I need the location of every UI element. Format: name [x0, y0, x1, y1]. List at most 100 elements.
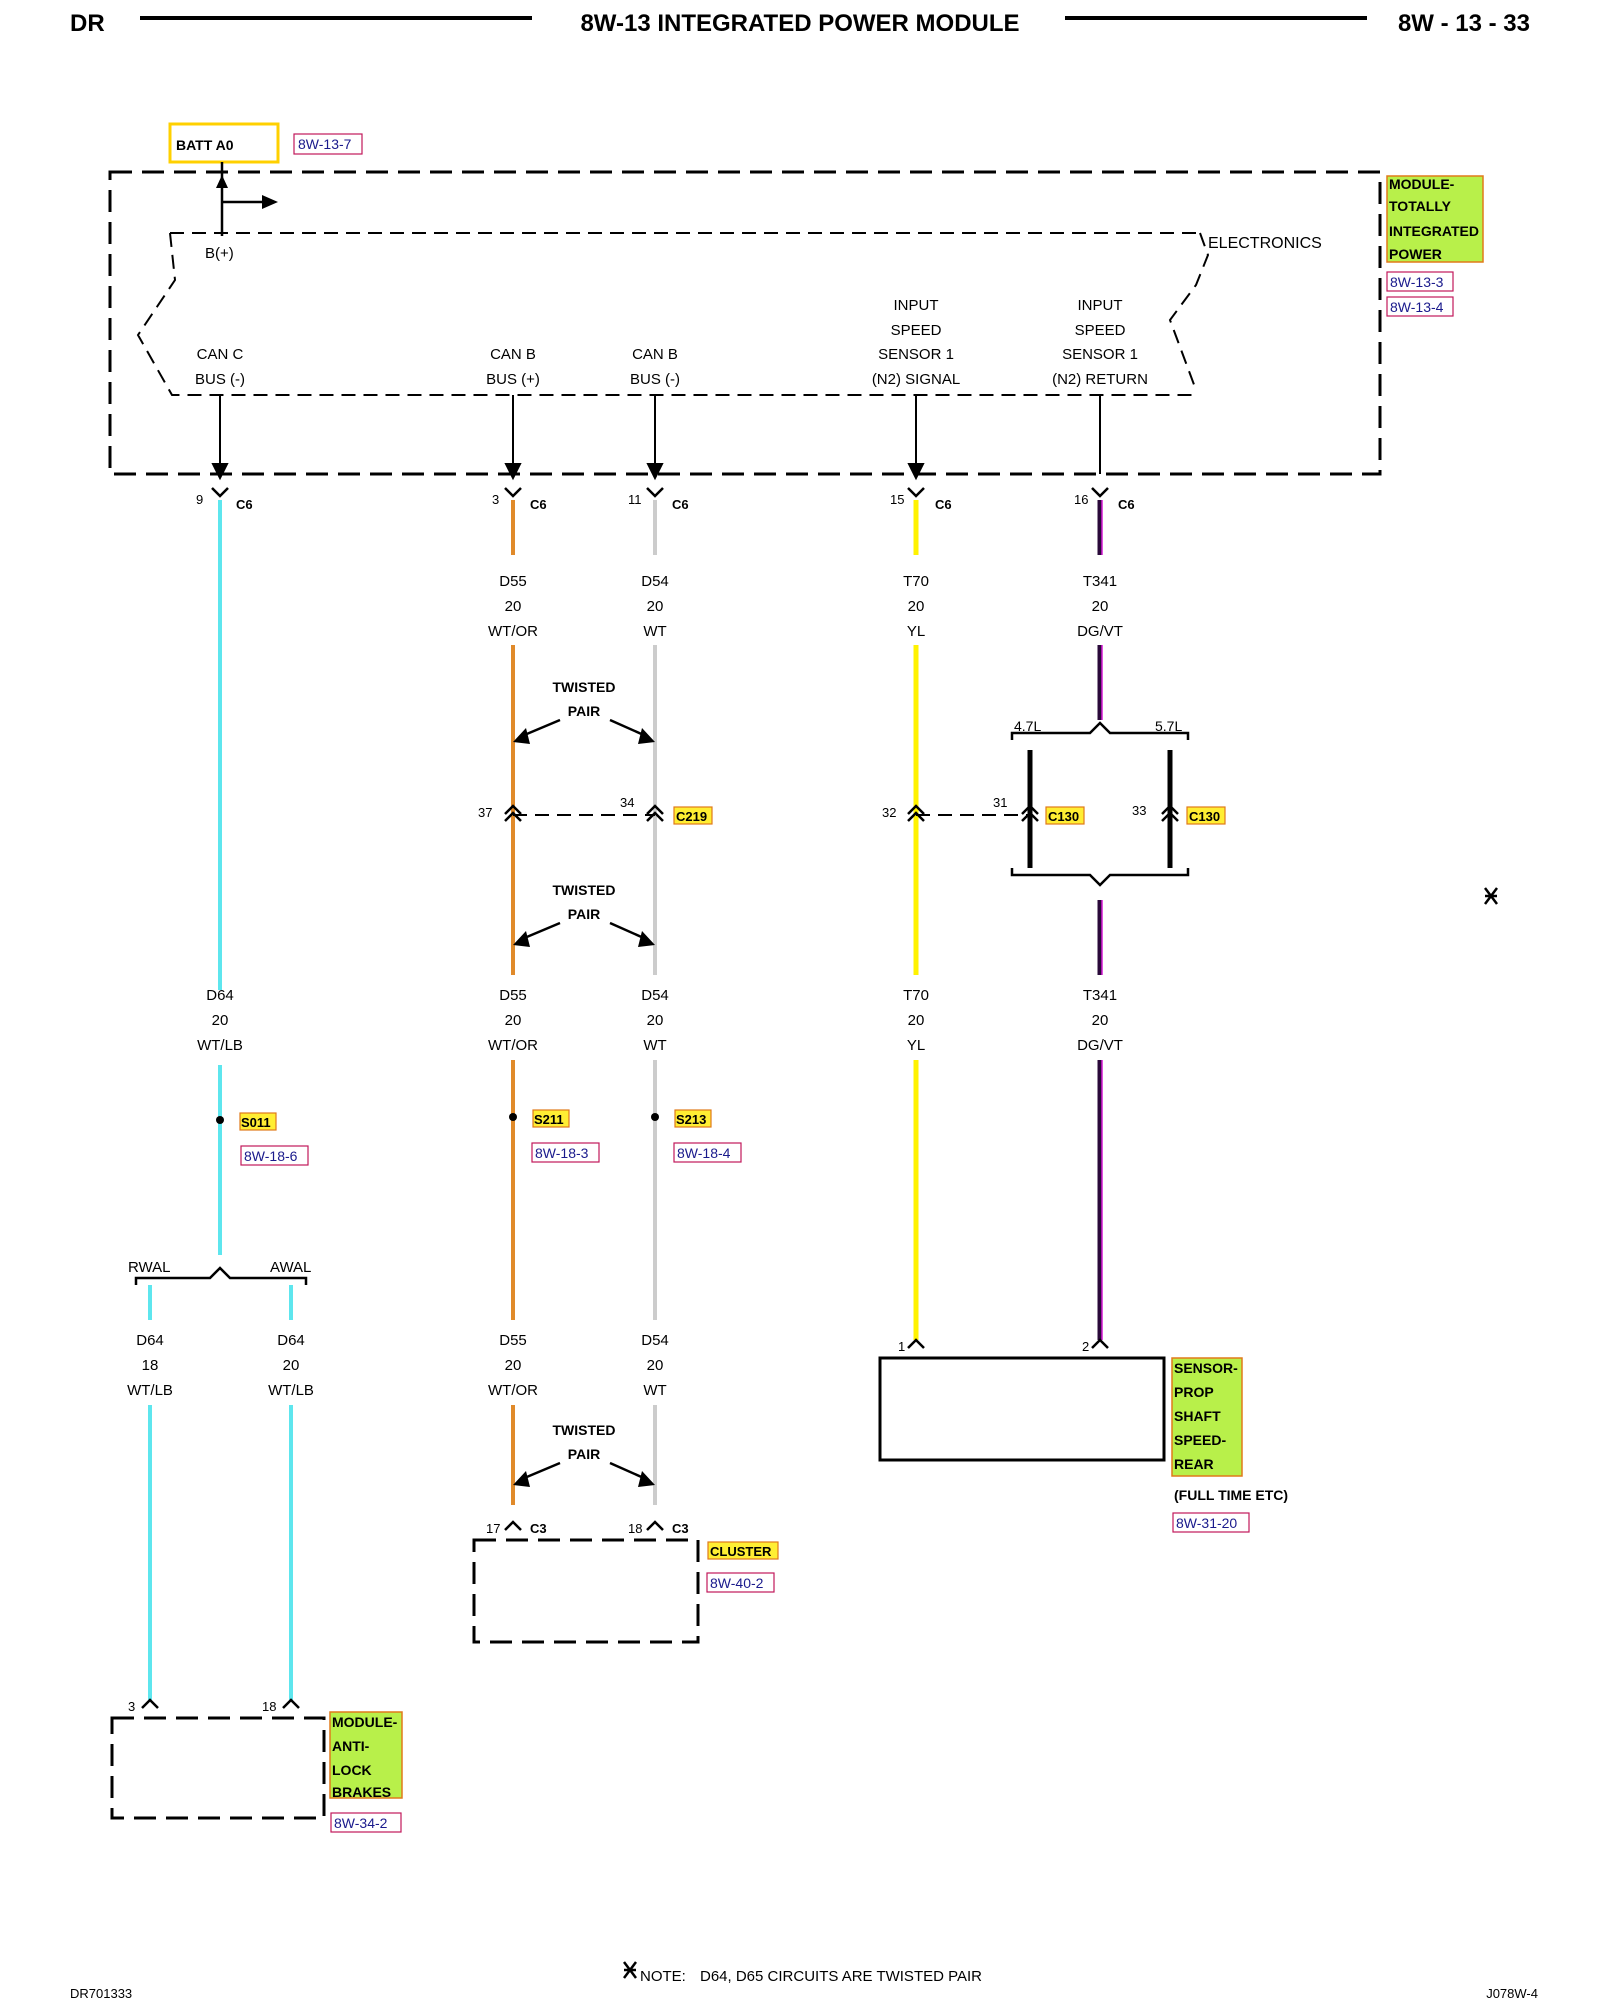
option-label: 5.7L	[1155, 718, 1182, 734]
electronics-label: ELECTRONICS	[1208, 235, 1322, 252]
pin-label: CAN B	[490, 346, 536, 363]
abs-ref-box[interactable]	[330, 1812, 402, 1833]
connector-name: C6	[530, 497, 547, 512]
pin-label: BUS (-)	[195, 371, 245, 388]
splice-ref-link[interactable]: 8W-18-6	[244, 1148, 298, 1164]
abs-label-line: LOCK	[332, 1762, 372, 1778]
twisted-label: PAIR	[568, 1446, 600, 1462]
tipm-outline	[108, 170, 1382, 476]
tipm-ref-box[interactable]	[1386, 296, 1454, 317]
wire-gauge: 20	[505, 1357, 522, 1374]
wire-circuit: D54	[641, 1332, 669, 1349]
sensor-ref-link[interactable]: 8W-31-20	[1176, 1515, 1237, 1531]
wire-circuit: T341	[1083, 573, 1117, 590]
pin-label: SPEED	[891, 322, 942, 339]
connector-chevron-icon	[907, 1338, 925, 1349]
tipm-ref-box[interactable]	[1386, 271, 1454, 292]
pin-number: 16	[1074, 492, 1088, 507]
cluster-label: CLUSTER	[710, 1544, 772, 1559]
wires	[148, 500, 1173, 1700]
wire-labels-mid: D64 20 WT/LB D55 20 WT/OR D54 20 WT T70 …	[197, 987, 1123, 1054]
connector-name: C3	[530, 1521, 547, 1536]
c130-label-box	[1186, 806, 1226, 825]
splice-ref-box[interactable]	[531, 1142, 600, 1163]
arrow-icon	[638, 931, 655, 947]
header-right: 8W - 13 - 33	[1398, 10, 1530, 37]
twisted-marker-icon	[1484, 887, 1498, 905]
wire-gauge: 20	[647, 1357, 664, 1374]
cluster-ref-link[interactable]: 8W-40-2	[710, 1575, 764, 1591]
connector-chevron-icon	[504, 487, 522, 498]
pin-number: 18	[628, 1521, 642, 1536]
tipm-ref-link[interactable]: 8W-13-3	[1390, 274, 1444, 290]
pin-number: 31	[993, 795, 1007, 810]
pin-label: SPEED	[1075, 322, 1126, 339]
connector-chevron-icon	[907, 804, 925, 822]
wire-color: WT	[643, 623, 666, 640]
wire-color: YL	[907, 1037, 925, 1054]
wire-labels-lower: D64 18 WT/LB D64 20 WT/LB D55 20 WT/OR D…	[127, 1332, 669, 1399]
wire-color: WT/OR	[488, 1037, 538, 1054]
splice-ref-link[interactable]: 8W-18-3	[535, 1145, 589, 1161]
footer-right-code: J078W-4	[1486, 1986, 1538, 2000]
pin-number: 11	[628, 492, 642, 507]
wire-circuit: D54	[641, 987, 669, 1004]
pin-number: 37	[478, 805, 492, 820]
sensor-outline	[878, 1356, 1166, 1462]
pin-number: 15	[890, 492, 904, 507]
splice-dot	[651, 1113, 659, 1121]
cluster-ref-box[interactable]	[706, 1572, 775, 1593]
sensor-label-line: SPEED-	[1174, 1432, 1226, 1448]
wire-gauge: 20	[505, 598, 522, 615]
pin-number: 32	[882, 805, 896, 820]
twisted-pair-3: TWISTED PAIR	[513, 1422, 655, 1487]
pin-number: 34	[620, 795, 634, 810]
wire-circuit: D64	[136, 1332, 164, 1349]
splice-ref-box[interactable]	[240, 1145, 309, 1166]
pin-label: CAN C	[197, 346, 244, 363]
wire-color: DG/VT	[1077, 623, 1123, 640]
wire-gauge: 20	[212, 1012, 229, 1029]
splice-ref-box[interactable]	[673, 1142, 742, 1163]
splice-label-box	[532, 1109, 570, 1128]
twisted-pair-1: TWISTED PAIR	[513, 679, 655, 744]
pin-number: 33	[1132, 803, 1146, 818]
split-label: RWAL	[128, 1259, 171, 1276]
connector-chevron-icon	[1091, 1338, 1109, 1349]
tipm-ref-link[interactable]: 8W-13-4	[1390, 299, 1444, 315]
battery-ref-box[interactable]	[293, 133, 363, 155]
electronics-outline	[136, 232, 1210, 396]
wire-color: WT/LB	[268, 1382, 314, 1399]
wire-gauge: 20	[908, 598, 925, 615]
arrow-icon	[513, 1471, 530, 1487]
wire-gauge: 20	[647, 1012, 664, 1029]
splice-label: S211	[534, 1112, 564, 1127]
wire-gauge: 20	[908, 1012, 925, 1029]
battery-ref-link[interactable]: 8W-13-7	[298, 136, 352, 152]
connector-chevron-icon	[282, 1698, 300, 1709]
abs-label-line: BRAKES	[332, 1784, 391, 1800]
pin-label: INPUT	[1078, 297, 1123, 314]
pin-number: 9	[196, 492, 203, 507]
sensor-label-box	[1171, 1357, 1243, 1477]
footer-note-mark: NOTE:	[640, 1968, 686, 1985]
header-left: DR	[70, 10, 105, 37]
battery-label-box	[168, 122, 280, 164]
sensor-note: (FULL TIME ETC)	[1174, 1487, 1288, 1503]
pin-number: 1	[898, 1339, 905, 1354]
wire-labels-upper: D55 20 WT/OR D54 20 WT T70 20 YL T341 20…	[488, 573, 1123, 640]
connector-name: C3	[672, 1521, 689, 1536]
splice-label: S011	[241, 1115, 271, 1130]
sensor-label-line: SHAFT	[1174, 1408, 1221, 1424]
sensor-ref-box[interactable]	[1172, 1512, 1250, 1533]
arrow-down-icon	[504, 463, 522, 481]
splice-ref-link[interactable]: 8W-18-4	[677, 1145, 731, 1161]
abs-ref-link[interactable]: 8W-34-2	[334, 1815, 388, 1831]
pin-label: SENSOR 1	[878, 346, 954, 363]
abs-module: 3 18 MODULE- ANTI- LOCK BRAKES 8W-34-2	[110, 1698, 403, 1833]
pin-number: 18	[262, 1699, 276, 1714]
arrow-down-icon	[907, 463, 925, 481]
wire-gauge: 20	[283, 1357, 300, 1374]
twisted-label: TWISTED	[553, 1422, 616, 1438]
footer-note-text: D64, D65 CIRCUITS ARE TWISTED PAIR	[700, 1968, 982, 1985]
